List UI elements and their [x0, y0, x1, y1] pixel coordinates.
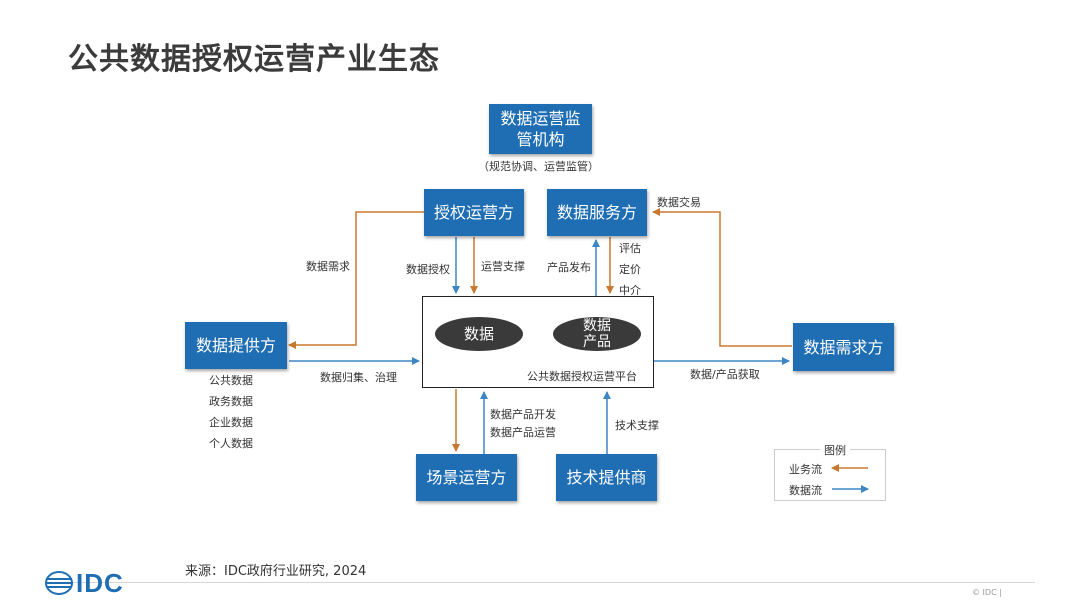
label-product-release: 产品发布	[547, 261, 591, 274]
authorized-operator-box: 授权运营方	[424, 189, 524, 236]
data-oval: 数据	[435, 317, 523, 351]
data-type-item: 企业数据	[209, 416, 253, 429]
label-product-ops: 数据产品运营	[490, 426, 556, 439]
label-evaluate: 评估	[619, 242, 641, 255]
provider-data-types: 公共数据 政务数据 企业数据 个人数据	[209, 370, 253, 454]
footer-divider	[45, 582, 1035, 583]
idc-globe-icon	[45, 571, 73, 595]
label-intermediary: 中介	[619, 284, 641, 297]
page-title: 公共数据授权运营产业生态	[68, 42, 440, 77]
copyright: © IDC |	[972, 588, 1002, 597]
label-data-demand: 数据需求	[306, 260, 350, 273]
tech-provider-box: 技术提供商	[556, 454, 657, 501]
source-note: 来源：IDC政府行业研究, 2024	[185, 564, 367, 579]
idc-logo-text: IDC	[76, 567, 124, 598]
legend-business-flow: 业务流	[789, 463, 822, 476]
scene-operator-box: 场景运营方	[416, 454, 517, 501]
legend-title: 图例	[820, 442, 850, 458]
data-type-item: 公共数据	[209, 374, 253, 387]
data-type-item: 个人数据	[209, 437, 253, 450]
data-demand-box: 数据需求方	[793, 323, 894, 371]
idc-logo: IDC	[44, 568, 124, 598]
regulator-note: （规范协调、运营监管）	[478, 160, 599, 173]
data-provider-box: 数据提供方	[185, 322, 287, 369]
arrow-operator-to-provider	[288, 211, 424, 349]
label-tech-support: 技术支撑	[615, 419, 659, 432]
data-product-oval: 数据 产品	[553, 317, 641, 351]
arrow-demand-to-service	[652, 208, 792, 347]
label-data-trade: 数据交易	[657, 196, 701, 209]
label-product-dev: 数据产品开发	[490, 408, 556, 421]
platform-label: 公共数据授权运营平台	[527, 370, 637, 383]
data-type-item: 政务数据	[209, 395, 253, 408]
label-data-authorization: 数据授权	[406, 263, 450, 276]
regulator-box: 数据运营监 管机构	[489, 104, 592, 154]
label-product-acquire: 数据/产品获取	[690, 368, 760, 381]
legend: 图例 业务流 数据流	[774, 442, 886, 501]
label-pricing: 定价	[619, 263, 641, 276]
data-service-box: 数据服务方	[547, 189, 647, 236]
platform-container: 数据 数据 产品 公共数据授权运营平台	[422, 296, 654, 388]
label-collect-govern: 数据归集、治理	[320, 371, 397, 384]
legend-data-flow: 数据流	[789, 484, 822, 497]
label-operation-support: 运营支撑	[481, 260, 525, 273]
